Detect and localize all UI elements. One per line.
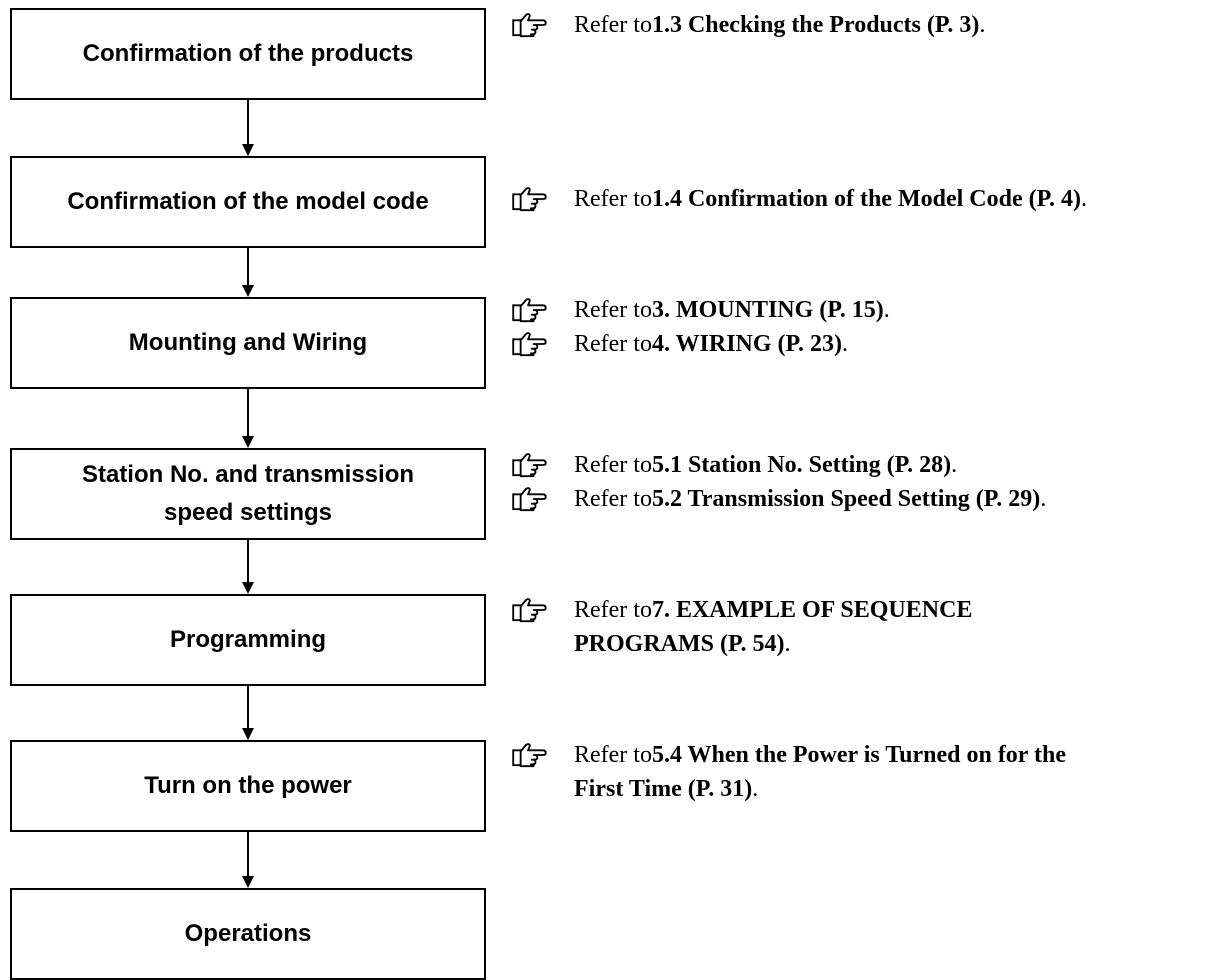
arrow-head [242, 876, 254, 888]
arrow-line [247, 389, 249, 437]
step-programming: Programming [10, 594, 486, 686]
reference-suffix: . [842, 330, 848, 357]
reference-link: 4. WIRING (P. 23) [651, 330, 842, 357]
arrow-head [242, 582, 254, 594]
step-mounting-wiring: Mounting and Wiring [10, 297, 486, 389]
pointing-hand-icon [512, 298, 547, 323]
reference-suffix: . [1040, 485, 1047, 512]
step-label: Programming [169, 626, 327, 653]
step-confirmation-products: Confirmation of the products [10, 8, 486, 100]
step-turn-on-power: Turn on the power [10, 740, 486, 832]
arrow-line [247, 686, 249, 729]
arrow-head [242, 144, 254, 156]
reference-suffix: . [951, 451, 958, 478]
step-label: Confirmation of the model code [67, 188, 429, 215]
reference-prefix: Refer to [574, 741, 652, 768]
step-label-line-2: speed settings [163, 499, 333, 526]
reference-continuation: PROGRAMS (P. 54). [574, 627, 790, 661]
reference-link: 5.2 Transmission Speed Setting (P. 29) [651, 485, 1041, 512]
reference-line: Refer to 1.4 Confirmation of the Model C… [510, 182, 1087, 216]
reference-line: Refer to 4. WIRING (P. 23) . [510, 327, 848, 361]
step-confirmation-model-code: Confirmation of the model code [10, 156, 486, 248]
reference-prefix: Refer to [574, 330, 652, 357]
pointing-hand-icon [512, 453, 547, 478]
reference-link: 7. EXAMPLE OF SEQUENCE [651, 596, 973, 623]
reference-line: Refer to 7. EXAMPLE OF SEQUENCE [510, 593, 972, 627]
reference-link: 3. MOUNTING (P. 15) [651, 296, 884, 323]
reference-link: 1.3 Checking the Products (P. 3) [651, 11, 980, 38]
reference-line: Refer to 3. MOUNTING (P. 15) . [510, 293, 890, 327]
reference-suffix: . [883, 296, 890, 323]
step-station-transmission: Station No. and transmission speed setti… [10, 448, 486, 540]
reference-prefix: Refer to [574, 485, 652, 512]
reference-link-continued: First Time (P. 31) [574, 776, 753, 802]
step-operations: Operations [10, 888, 486, 980]
step-label-line-1: Station No. and transmission [81, 461, 415, 488]
arrow-line [247, 540, 249, 583]
step-label: Turn on the power [144, 772, 352, 799]
reference-prefix: Refer to [574, 11, 652, 38]
reference-suffix: . [1081, 185, 1088, 212]
arrow-head [242, 285, 254, 297]
step-label: Confirmation of the products [82, 40, 414, 67]
pointing-hand-icon [512, 332, 547, 357]
reference-link: 1.4 Confirmation of the Model Code (P. 4… [651, 185, 1082, 212]
arrow-head [242, 436, 254, 448]
reference-link: 5.4 When the Power is Turned on for the [651, 741, 1067, 768]
pointing-hand-icon [512, 13, 547, 38]
arrow-line [247, 100, 249, 145]
arrow-head [242, 728, 254, 740]
pointing-hand-icon [512, 187, 547, 212]
reference-continuation: First Time (P. 31). [574, 772, 758, 806]
pointing-hand-icon [512, 743, 547, 768]
reference-prefix: Refer to [574, 185, 652, 212]
reference-line: Refer to 5.1 Station No. Setting (P. 28)… [510, 448, 957, 482]
pointing-hand-icon [512, 487, 547, 512]
reference-line: Refer to 5.2 Transmission Speed Setting … [510, 482, 1046, 516]
reference-suffix: . [979, 11, 986, 38]
step-label: Mounting and Wiring [128, 329, 368, 356]
reference-suffix: . [784, 631, 791, 657]
reference-link: 5.1 Station No. Setting (P. 28) [651, 451, 952, 478]
arrow-line [247, 248, 249, 286]
reference-prefix: Refer to [574, 296, 652, 323]
reference-link-continued: PROGRAMS (P. 54) [574, 631, 785, 657]
reference-line: Refer to 5.4 When the Power is Turned on… [510, 738, 1066, 772]
reference-prefix: Refer to [574, 596, 652, 623]
reference-prefix: Refer to [574, 451, 652, 478]
pointing-hand-icon [512, 598, 547, 623]
arrow-line [247, 832, 249, 877]
reference-line: Refer to 1.3 Checking the Products (P. 3… [510, 8, 985, 42]
reference-suffix: . [752, 776, 759, 802]
step-label: Operations [184, 920, 312, 947]
